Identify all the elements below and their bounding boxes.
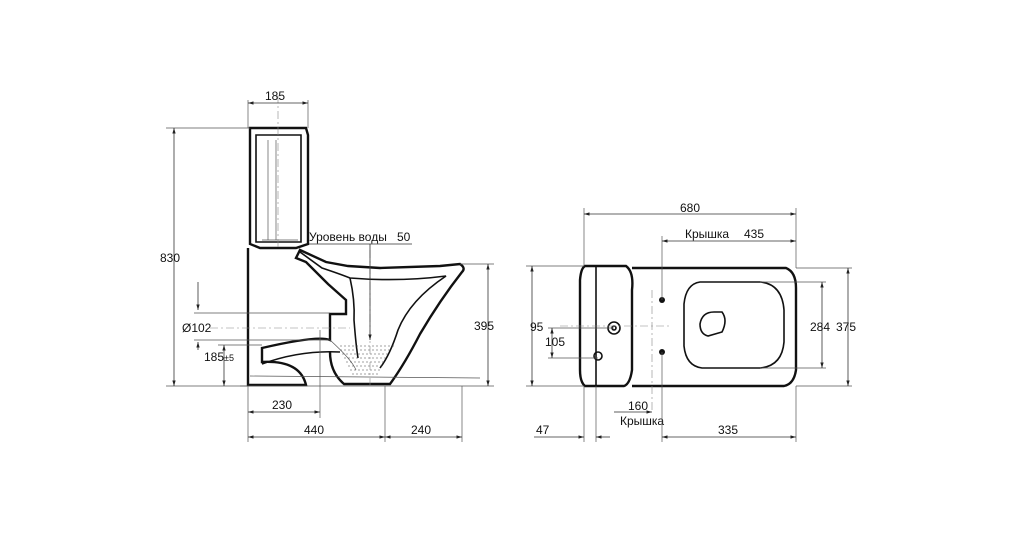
top-view: 680 Крышка 435 95 105 284 375 160 Крышка: [526, 201, 856, 442]
dim-outlet-offset: 230: [272, 398, 292, 412]
dim-outlet-height: 185±5: [204, 350, 234, 364]
lid-label-top: Крышка: [685, 227, 729, 241]
dim-bowl-height: 395: [474, 319, 494, 333]
cistern-tank: [248, 126, 310, 250]
dim-lid-offset: 160: [628, 399, 648, 413]
dim-front-length: 240: [411, 423, 431, 437]
dim-inner-width: 284: [810, 320, 830, 334]
bowl-body: [240, 248, 481, 387]
dim-tank-depth: 185: [265, 89, 285, 103]
water-level-value: 50: [397, 230, 411, 244]
dim-rear-offset: 47: [536, 423, 550, 437]
dim-lid-length-top: 435: [744, 227, 764, 241]
dim-95: 95: [530, 320, 544, 334]
lid-label-bottom: Крышка: [620, 414, 664, 428]
dim-total-height: 830: [160, 251, 180, 265]
side-view: 185 830 Уровень воды 50 395 Ø102 185±5 2…: [160, 89, 494, 442]
dim-105: 105: [545, 335, 565, 349]
dim-rear-length: 440: [304, 423, 324, 437]
dim-outlet-diameter: Ø102: [182, 321, 212, 335]
dim-outer-width: 375: [836, 320, 856, 334]
dim-total-length: 680: [680, 201, 700, 215]
dim-front-distance: 335: [718, 423, 738, 437]
water-level-label: Уровень воды: [309, 230, 387, 244]
